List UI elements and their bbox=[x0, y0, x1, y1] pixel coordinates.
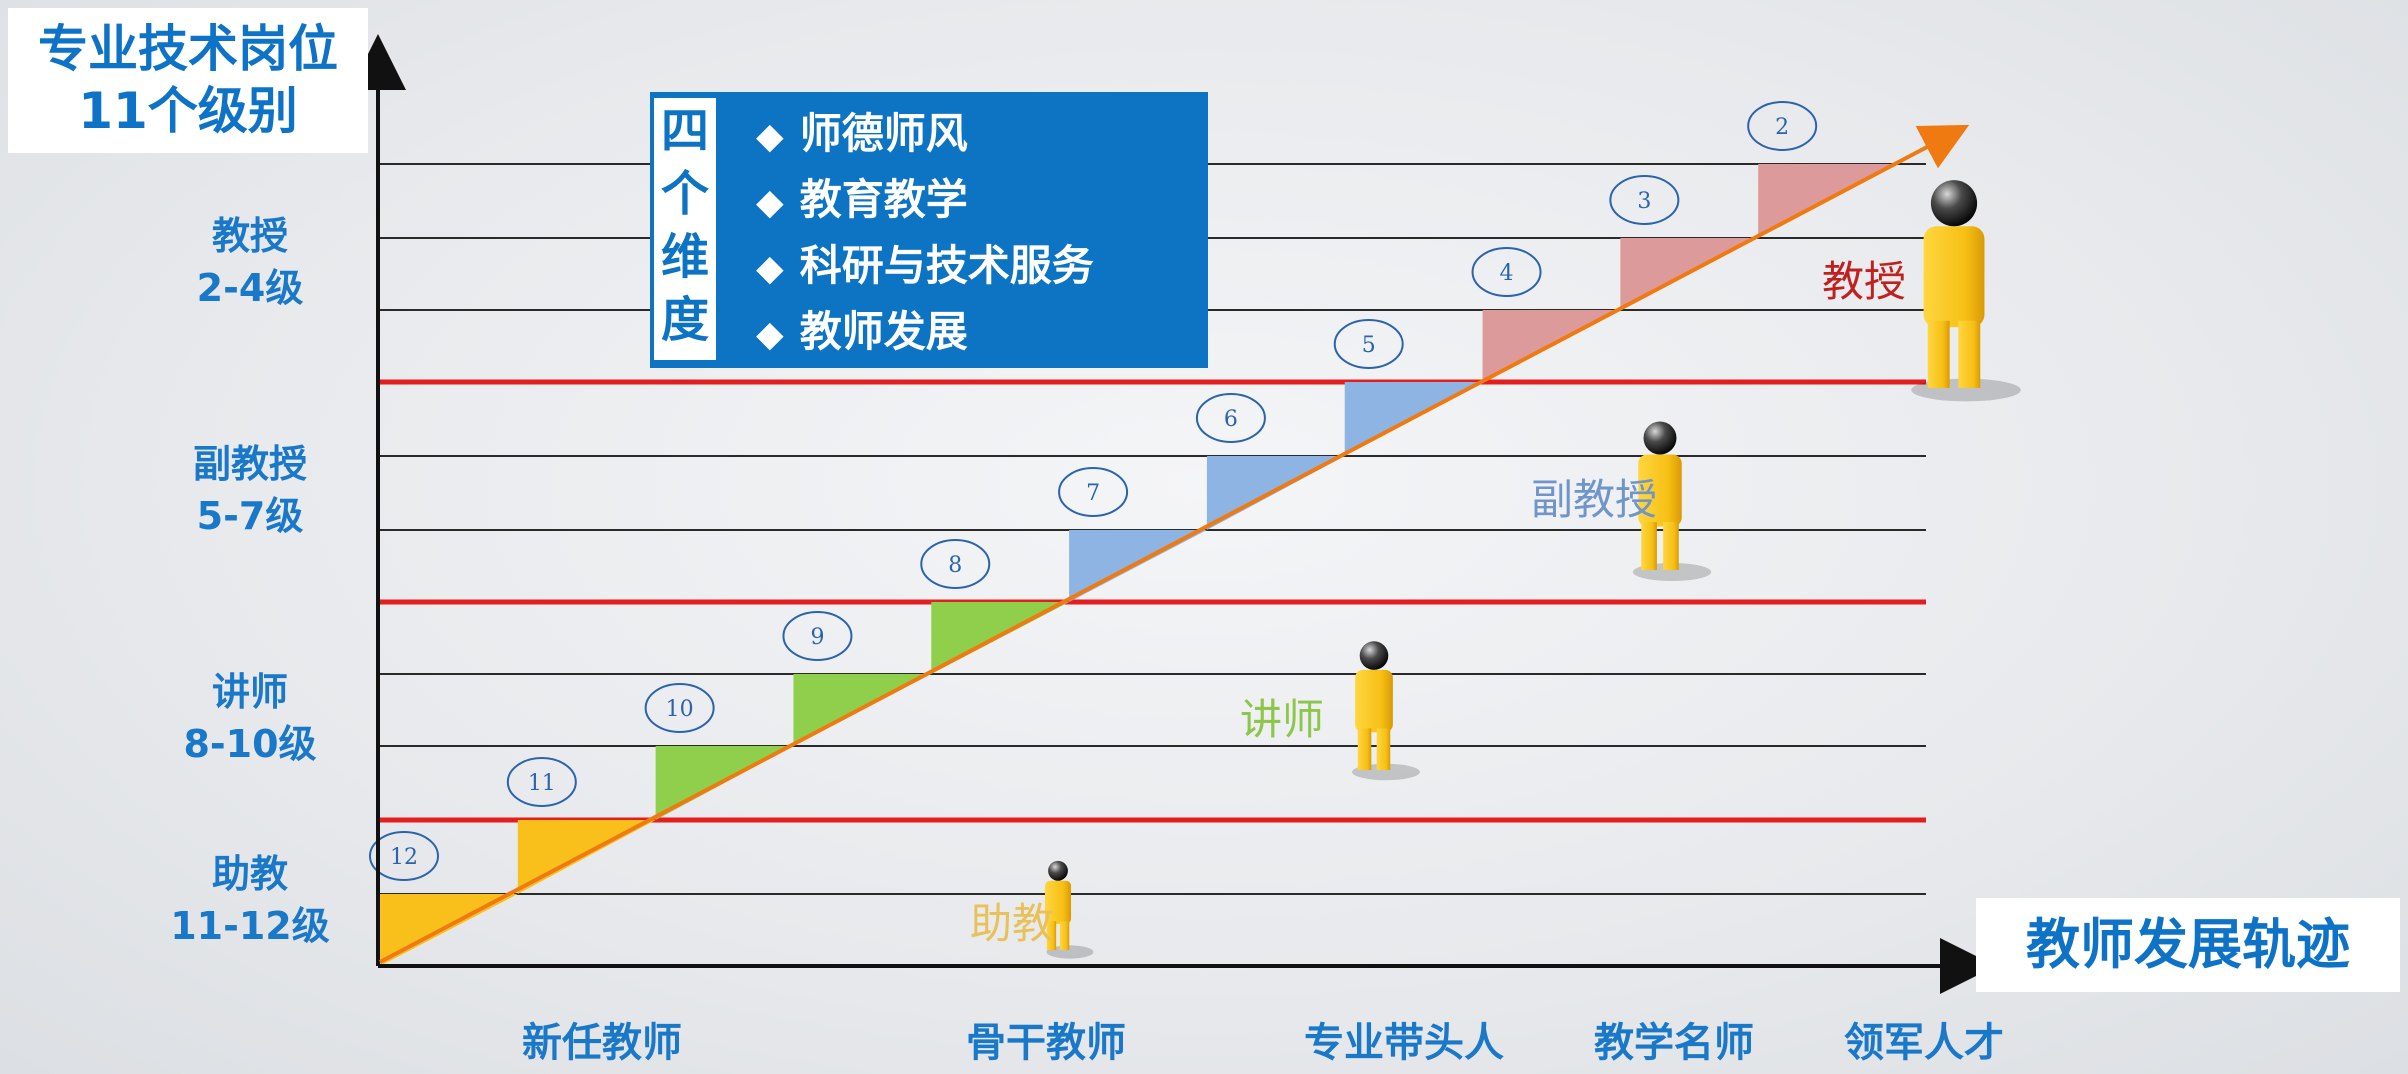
grade-number-badge bbox=[1609, 175, 1680, 225]
tier-figure-label: 副教授 bbox=[1531, 475, 1657, 524]
grade-number: 12 bbox=[390, 845, 418, 870]
stage-new-teacher: 新任教师 bbox=[522, 1020, 682, 1066]
title-line-2: 11个级别 bbox=[78, 82, 298, 140]
stage-core-teacher: 骨干教师 bbox=[966, 1020, 1126, 1066]
grade-number: 10 bbox=[666, 697, 694, 722]
tier-figure-label: 教授 bbox=[1822, 257, 1906, 306]
stage-master-teacher: 教学名师 bbox=[1594, 1020, 1754, 1066]
grade-number: 5 bbox=[1362, 333, 1376, 358]
dimension-title-char: 四 bbox=[660, 103, 709, 159]
grade-number: 6 bbox=[1224, 407, 1238, 432]
grade-number-badge bbox=[1471, 247, 1542, 297]
dimension-item: 教育教学 bbox=[756, 168, 1094, 234]
grade-number-badge bbox=[644, 683, 715, 733]
title-box: 专业技术岗位 11个级别 bbox=[8, 8, 368, 153]
figures: 助教 讲师 副教授 教授 bbox=[970, 180, 2021, 959]
stage-leading-talent: 领军人才 bbox=[1844, 1020, 2004, 1066]
development-track-label: 教师发展轨迹 bbox=[1976, 898, 2400, 992]
grade-number-badge bbox=[782, 611, 853, 661]
dimension-item: 科研与技术服务 bbox=[756, 234, 1094, 300]
person-figure-icon bbox=[1352, 641, 1420, 781]
person-figure-icon bbox=[1632, 421, 1712, 581]
level-range: 2-4级 bbox=[196, 266, 304, 310]
level-label-professor: 教授 2-4级 bbox=[130, 210, 370, 314]
grade-number: 3 bbox=[1637, 189, 1651, 214]
grade-step bbox=[931, 602, 1070, 674]
grade-number: 8 bbox=[948, 553, 962, 578]
tier-figure-label: 讲师 bbox=[1240, 695, 1324, 744]
grade-step bbox=[655, 746, 794, 820]
grade-number: 9 bbox=[810, 625, 824, 650]
grade-step bbox=[1206, 456, 1345, 530]
dimension-item: 师德师风 bbox=[756, 102, 1094, 168]
tier-figure-label: 助教 bbox=[970, 899, 1054, 948]
dimension-list: 师德师风 教育教学 科研与技术服务 教师发展 bbox=[756, 102, 1094, 366]
grade-number: 2 bbox=[1775, 115, 1789, 140]
grade-number: 7 bbox=[1086, 481, 1100, 506]
four-dimensions-title: 四 个 维 度 bbox=[654, 98, 716, 360]
four-dimensions-box: 四 个 维 度 师德师风 教育教学 科研与技术服务 教师发展 bbox=[650, 92, 1208, 368]
dimension-title-char: 个 bbox=[660, 166, 709, 222]
person-figure-icon bbox=[1044, 860, 1094, 959]
level-name: 助教 bbox=[211, 852, 288, 896]
level-range: 5-7级 bbox=[196, 494, 304, 538]
level-name: 讲师 bbox=[211, 670, 288, 714]
dimension-item: 教师发展 bbox=[756, 300, 1094, 366]
grade-number: 11 bbox=[528, 771, 556, 796]
grade-number-badge bbox=[920, 539, 991, 589]
level-label-assistant: 助教 11-12级 bbox=[130, 848, 370, 952]
grade-step bbox=[517, 820, 656, 894]
grade-step bbox=[1069, 530, 1207, 602]
grade-step bbox=[380, 894, 518, 966]
level-name: 副教授 bbox=[192, 442, 307, 486]
level-label-associate-professor: 副教授 5-7级 bbox=[130, 438, 370, 542]
grade-number-badge bbox=[1333, 319, 1404, 369]
grade-number-badge bbox=[369, 831, 439, 881]
axes bbox=[350, 34, 1996, 994]
title-line-1: 专业技术岗位 bbox=[38, 20, 338, 78]
grade-number-badge bbox=[1747, 101, 1818, 151]
level-name: 教授 bbox=[211, 214, 288, 258]
person-figure-icon bbox=[1911, 180, 2021, 402]
grade-number: 4 bbox=[1500, 261, 1514, 286]
level-range: 8-10级 bbox=[183, 722, 317, 766]
growth-trend-arrow bbox=[379, 124, 1970, 964]
level-label-lecturer: 讲师 8-10级 bbox=[130, 666, 370, 770]
grade-number-badge bbox=[1058, 467, 1129, 517]
dimension-title-char: 度 bbox=[660, 292, 709, 348]
stage-discipline-leader: 专业带头人 bbox=[1304, 1020, 1504, 1066]
dimension-title-char: 维 bbox=[660, 229, 709, 285]
grade-number-badge bbox=[1195, 393, 1266, 443]
level-range: 11-12级 bbox=[170, 904, 330, 948]
grade-number-badge bbox=[506, 757, 577, 807]
